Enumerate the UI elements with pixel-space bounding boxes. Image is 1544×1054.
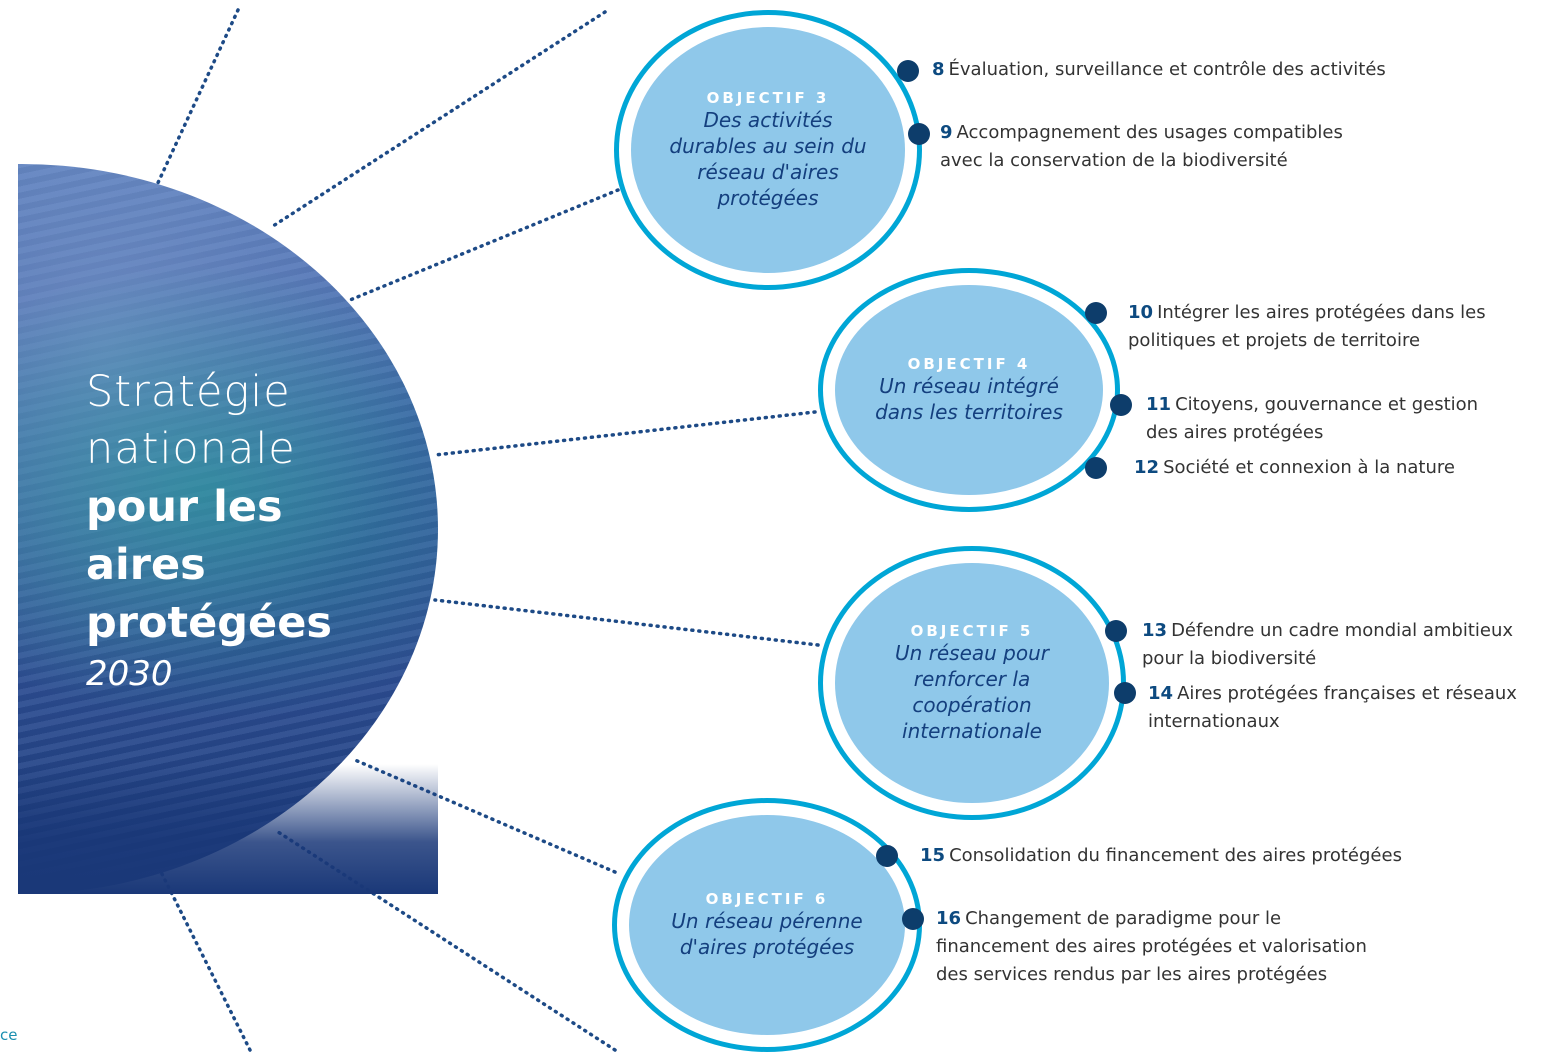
connector-line-obj6 [353,758,617,874]
action-12-number: 12 [1134,457,1160,478]
hero-title: Stratégie nationale pour les aires proté… [86,364,426,696]
objective-4-circle: OBJECTIF 4 Un réseau intégré dans les te… [818,268,1120,512]
objective-3-label: OBJECTIF 3 [706,89,830,107]
objective-5-inner: OBJECTIF 5 Un réseau pour renforcer la c… [835,563,1109,803]
action-14-dot [1114,682,1136,704]
connector-line-obj3 [348,188,620,302]
action-11-text: Citoyens, gouvernance et gestion des air… [1146,394,1479,443]
source-fragment: ce [0,1026,18,1044]
action-9-dot [908,123,930,145]
action-9-text: Accompagnement des usages compatibles av… [940,122,1343,171]
action-8-text: Évaluation, surveillance et contrôle des… [948,59,1386,80]
objective-5-title: Un réseau pour renforcer la coopération … [894,641,1050,743]
objective-4-inner: OBJECTIF 4 Un réseau intégré dans les te… [835,285,1103,495]
action-15-number: 15 [920,845,946,866]
action-14-number: 14 [1148,683,1174,704]
objective-6-circle: OBJECTIF 6 Un réseau pérenne d'aires pro… [612,798,922,1052]
action-16-number: 16 [936,908,962,929]
objective-4-label: OBJECTIF 4 [907,355,1031,373]
hero-year: 2030 [86,654,173,694]
action-11-dot [1110,394,1132,416]
action-13-text: Défendre un cadre mondial ambitieux pour… [1142,620,1514,669]
action-15-dot [876,845,898,867]
hero-title-line-2: nationale [86,424,296,474]
objective-3-circle: OBJECTIF 3 Des activités durables au sei… [614,10,922,290]
connector-line-bottom [158,868,252,1052]
objective-6-inner: OBJECTIF 6 Un réseau pérenne d'aires pro… [629,815,905,1035]
hero-title-line-5: protégées [86,598,332,648]
hero-title-line-1: Stratégie [86,367,291,417]
connector-line-top [148,8,240,202]
action-11-number: 11 [1146,394,1172,415]
action-15-text: Consolidation du financement des aires p… [949,845,1402,866]
objective-6-title: Un réseau pérenne d'aires protégées [671,909,863,959]
action-13-number: 13 [1142,620,1168,641]
action-10-number: 10 [1128,302,1154,323]
action-13-dot [1105,620,1127,642]
objective-4-title: Un réseau intégré dans les territoires [875,374,1063,424]
action-8-dot [897,60,919,82]
connector-line-obj4 [433,410,817,457]
hero-title-line-4: aires [86,540,206,590]
action-10-text: Intégrer les aires protégées dans les po… [1128,302,1486,351]
action-12-text: Société et connexion à la nature [1163,457,1455,478]
objective-5-circle: OBJECTIF 5 Un réseau pour renforcer la c… [818,546,1126,820]
objective-6-label: OBJECTIF 6 [705,890,829,908]
action-9-number: 9 [940,122,953,143]
action-16-dot [902,908,924,930]
action-14-text: Aires protégées françaises et réseaux in… [1148,683,1517,732]
connector-line-obj5 [433,598,820,647]
hero-sea-shade [18,764,438,894]
objective-3-inner: OBJECTIF 3 Des activités durables au sei… [631,27,905,273]
objective-3-title: Des activités durables au sein du réseau… [669,108,867,210]
hero-panel [18,164,438,894]
action-10-dot [1085,302,1107,324]
hero-title-line-3: pour les [86,482,283,532]
action-8-number: 8 [932,59,945,80]
action-16-text: Changement de paradigme pour le financem… [936,908,1367,985]
objective-5-label: OBJECTIF 5 [910,622,1034,640]
action-12-dot [1085,457,1107,479]
